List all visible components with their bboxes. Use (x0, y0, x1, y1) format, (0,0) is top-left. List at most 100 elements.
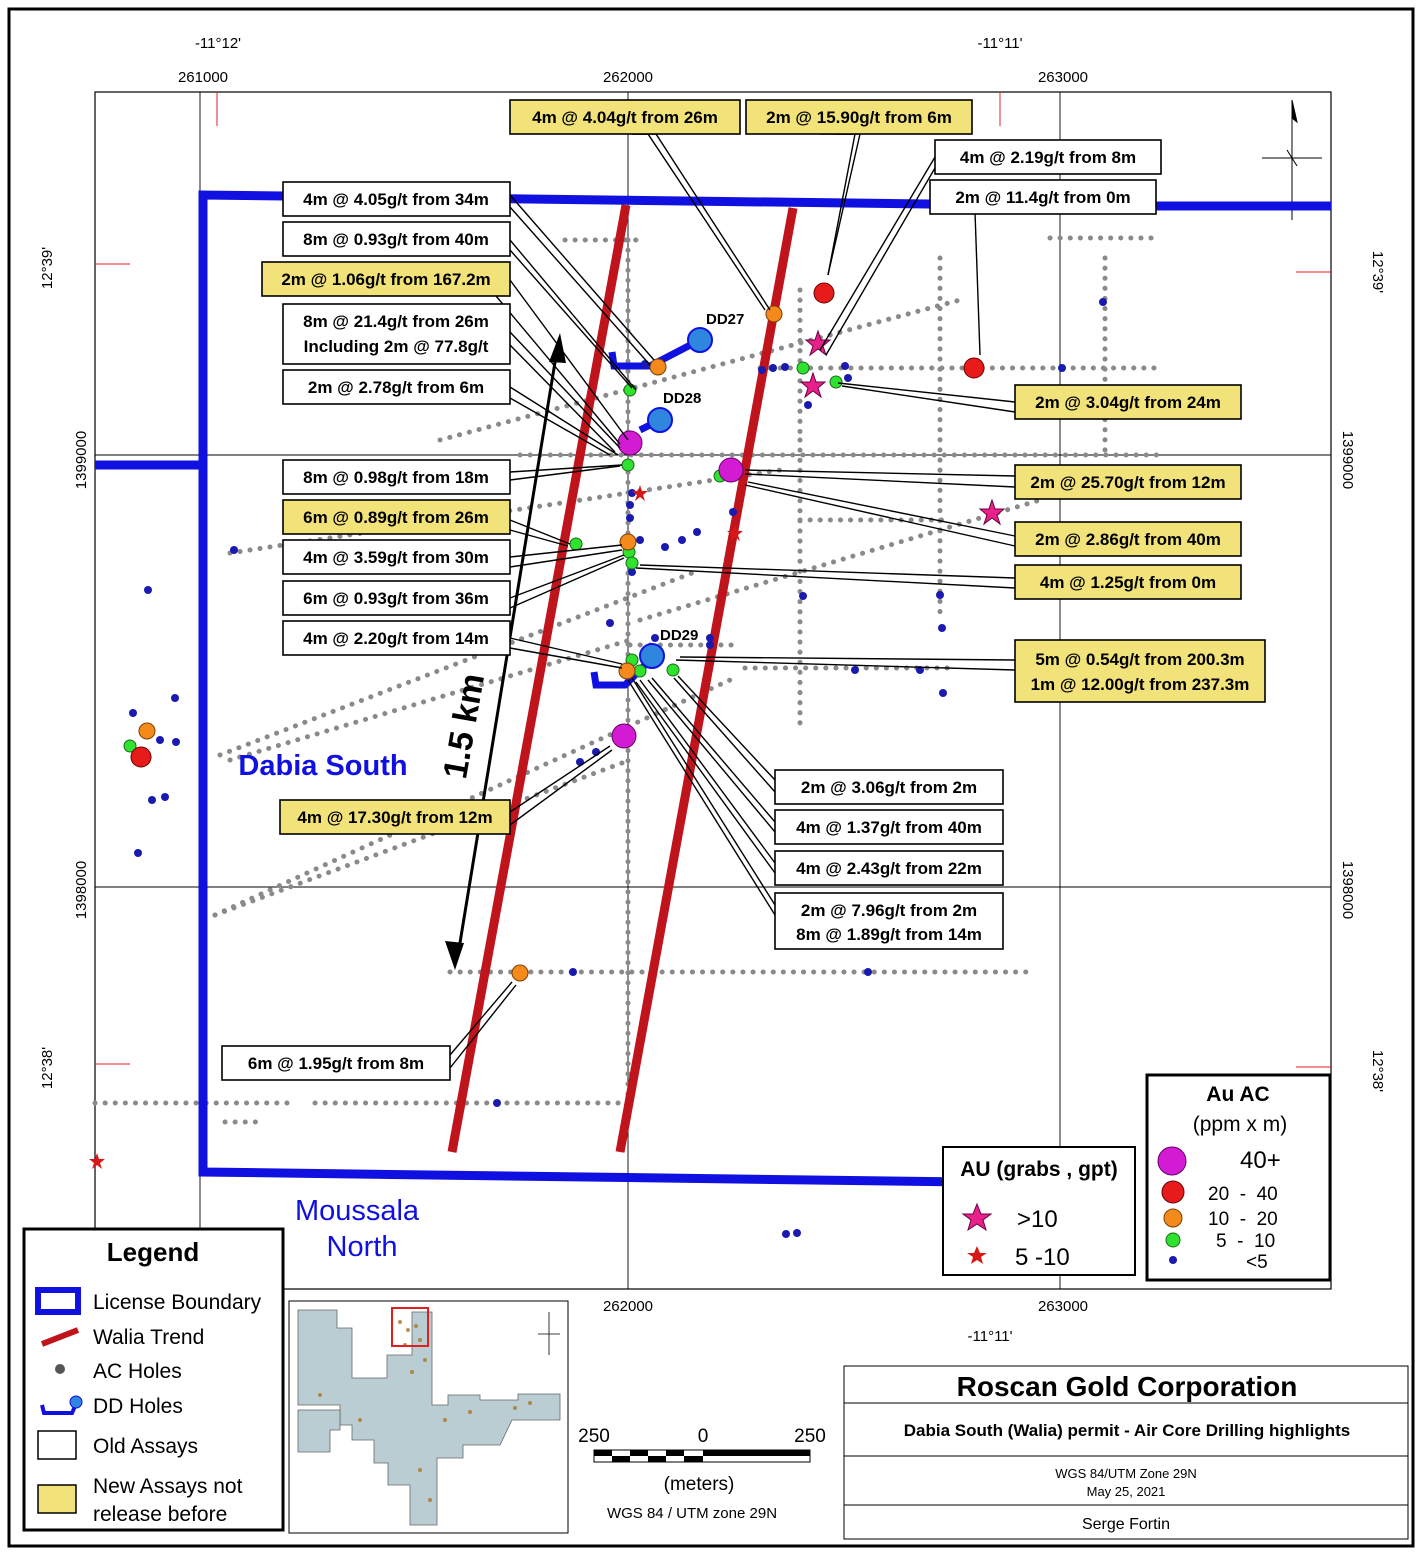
map-subtitle: Dabia South (Walia) permit - Air Core Dr… (904, 1421, 1350, 1440)
svg-text:Including 2m @ 77.8g/t: Including 2m @ 77.8g/t (304, 337, 489, 356)
callout-2: 2m @ 15.90g/t from 6m (745, 99, 973, 135)
legend-title: Legend (107, 1237, 199, 1267)
dd29-label: DD29 (660, 627, 698, 644)
callout-17: 6m @ 0.93g/t from 36m (282, 580, 511, 616)
callout-8: 8m @ 21.4g/t from 26m Including 2m @ 77.… (282, 303, 511, 365)
circle-40plus-icon (1157, 1146, 1187, 1176)
svg-text:5m @ 0.54g/t from 200.3m: 5m @ 0.54g/t from 200.3m (1035, 650, 1244, 669)
lon-label-top-1: -11°12' (195, 35, 241, 52)
auac-legend-item-2: 20 - 40 (1208, 1184, 1278, 1205)
svg-text:2m @ 1.06g/t from 167.2m: 2m @ 1.06g/t from 167.2m (281, 270, 490, 289)
map-author: Serge Fortin (1082, 1516, 1170, 1533)
lon-label-top-2: -11°11' (978, 35, 1023, 52)
lat-label-right-1: 12°39' (1369, 251, 1386, 293)
y-label-left-1: 1399000 (73, 431, 90, 489)
y-label-left-2: 1398000 (73, 861, 90, 919)
svg-text:4m @ 4.05g/t from 34m: 4m @ 4.05g/t from 34m (303, 190, 489, 209)
callout-23: 2m @ 7.96g/t from 2m 8m @ 1.89g/t from 1… (774, 892, 1004, 950)
inset-highlight-box (391, 1307, 429, 1347)
x-label-top-1: 261000 (178, 69, 228, 86)
inset-map (288, 1300, 569, 1534)
svg-text:4m @ 1.25g/t from 0m: 4m @ 1.25g/t from 0m (1040, 573, 1216, 592)
legend-item-new-1: New Assays not (93, 1475, 243, 1498)
auac-legend: Au AC (ppm x m) 40+ 20 - 40 10 - 20 5 - … (1145, 1073, 1332, 1282)
lat-label-left-1: 12°39' (39, 247, 56, 289)
scale-label-zero: 0 (698, 1426, 709, 1447)
north-arrow-icon (1262, 99, 1322, 220)
callout-10: 2m @ 3.04g/t from 24m (1014, 384, 1242, 420)
legend-item-dd: DD Holes (93, 1395, 183, 1418)
dd27-label: DD27 (706, 311, 744, 328)
assay-points-lt5 (129, 298, 1107, 1238)
auac-legend-subtitle: (ppm x m) (1193, 1113, 1288, 1136)
svg-text:6m @ 1.95g/t from 8m: 6m @ 1.95g/t from 8m (248, 1054, 424, 1073)
y-label-right-2: 1398000 (1339, 861, 1356, 919)
walia-trend-icon (40, 1327, 80, 1347)
grab-samples (89, 329, 1006, 1169)
svg-text:6m @ 0.93g/t from 36m: 6m @ 0.93g/t from 36m (303, 589, 489, 608)
lat-label-left-2: 12°38' (39, 1047, 56, 1089)
callout-6: 8m @ 0.93g/t from 40m (282, 221, 511, 257)
license-boundary-icon (35, 1287, 81, 1315)
place-moussala: Moussala (295, 1195, 420, 1227)
lon-label-bottom: -11°11' (968, 1328, 1013, 1345)
dd-hole-icon (40, 1403, 78, 1415)
scale-unit: (meters) (664, 1474, 735, 1495)
circle-5-10-icon (1165, 1232, 1181, 1248)
callout-14: 2m @ 2.86g/t from 40m (1014, 521, 1242, 557)
star-red-icon (967, 1246, 987, 1264)
star-pink-icon (961, 1202, 993, 1232)
legend-item-walia: Walia Trend (93, 1326, 204, 1349)
callout-20: 2m @ 3.06g/t from 2m (774, 769, 1004, 805)
callout-16: 4m @ 1.25g/t from 0m (1014, 564, 1242, 600)
svg-text:2m @ 3.06g/t from 2m: 2m @ 3.06g/t from 2m (801, 778, 977, 797)
callout-21: 4m @ 1.37g/t from 40m (774, 809, 1004, 845)
svg-text:2m @ 15.90g/t from 6m: 2m @ 15.90g/t from 6m (766, 108, 952, 127)
map-date: May 25, 2021 (1087, 1484, 1166, 1499)
callout-5: 4m @ 4.05g/t from 34m (282, 181, 511, 217)
scale-bar: 250 0 250 (meters) WGS 84 / UTM zone 29N (578, 1426, 826, 1522)
assay-points-40plus (611, 430, 744, 749)
svg-text:2m @ 2.78g/t from 6m: 2m @ 2.78g/t from 6m (308, 378, 484, 397)
svg-text:6m @ 0.89g/t from 26m: 6m @ 0.89g/t from 26m (303, 508, 489, 527)
callout-7: 2m @ 1.06g/t from 167.2m (261, 261, 511, 297)
svg-text:4m @ 1.37g/t from 40m: 4m @ 1.37g/t from 40m (796, 818, 982, 837)
svg-text:4m @ 2.20g/t from 14m: 4m @ 2.20g/t from 14m (303, 629, 489, 648)
auac-legend-title: Au AC (1206, 1083, 1269, 1106)
circle-10-20-icon (1163, 1208, 1183, 1228)
callout-25: 6m @ 1.95g/t from 8m (221, 1045, 451, 1081)
callout-11: 8m @ 0.98g/t from 18m (282, 459, 511, 495)
svg-text:4m @ 4.04g/t from 26m: 4m @ 4.04g/t from 26m (532, 108, 718, 127)
svg-text:4m @ 2.43g/t from 22m: 4m @ 2.43g/t from 22m (796, 859, 982, 878)
svg-text:2m @ 3.04g/t from 24m: 2m @ 3.04g/t from 24m (1035, 393, 1221, 412)
svg-text:8m @ 21.4g/t from 26m: 8m @ 21.4g/t from 26m (303, 312, 489, 331)
ac-hole-icon (55, 1364, 65, 1374)
svg-text:8m @ 0.98g/t from 18m: 8m @ 0.98g/t from 18m (303, 468, 489, 487)
graticule-ticks (95, 92, 1331, 1068)
old-assays-icon (37, 1430, 77, 1460)
assay-points-20-40 (130, 282, 985, 768)
title-block: Roscan Gold Corporation Dabia South (Wal… (843, 1365, 1409, 1540)
svg-text:2m @ 7.96g/t from 2m: 2m @ 7.96g/t from 2m (801, 901, 977, 920)
svg-text:8m @ 0.93g/t from 40m: 8m @ 0.93g/t from 40m (303, 230, 489, 249)
lat-label-right-2: 12°38' (1369, 1050, 1386, 1092)
assay-points-10-20 (138, 305, 783, 982)
y-label-right-1: 1399000 (1339, 431, 1356, 489)
callout-22: 4m @ 2.43g/t from 22m (774, 850, 1004, 886)
callout-13: 6m @ 0.89g/t from 26m (282, 499, 511, 535)
new-assays-icon (37, 1484, 77, 1514)
scale-label-left: 250 (578, 1426, 610, 1447)
grabs-legend-title: AU (grabs , gpt) (960, 1158, 1118, 1181)
svg-text:4m @ 3.59g/t from 30m: 4m @ 3.59g/t from 30m (303, 548, 489, 567)
grabs-legend-item-1: >10 (1017, 1206, 1058, 1233)
callout-9: 2m @ 2.78g/t from 6m (282, 369, 511, 405)
callout-12: 2m @ 25.70g/t from 12m (1014, 464, 1242, 500)
x-label-top-3: 263000 (1038, 69, 1088, 86)
legend: Legend License Boundary Walia Trend AC H… (22, 1227, 285, 1532)
map-datum: WGS 84/UTM Zone 29N (1055, 1466, 1197, 1481)
svg-text:4m @ 17.30g/t from 12m: 4m @ 17.30g/t from 12m (297, 808, 492, 827)
legend-item-ac: AC Holes (93, 1360, 182, 1383)
x-label-bottom-1: 262000 (603, 1298, 653, 1315)
callout-1: 4m @ 4.04g/t from 26m (509, 99, 741, 135)
